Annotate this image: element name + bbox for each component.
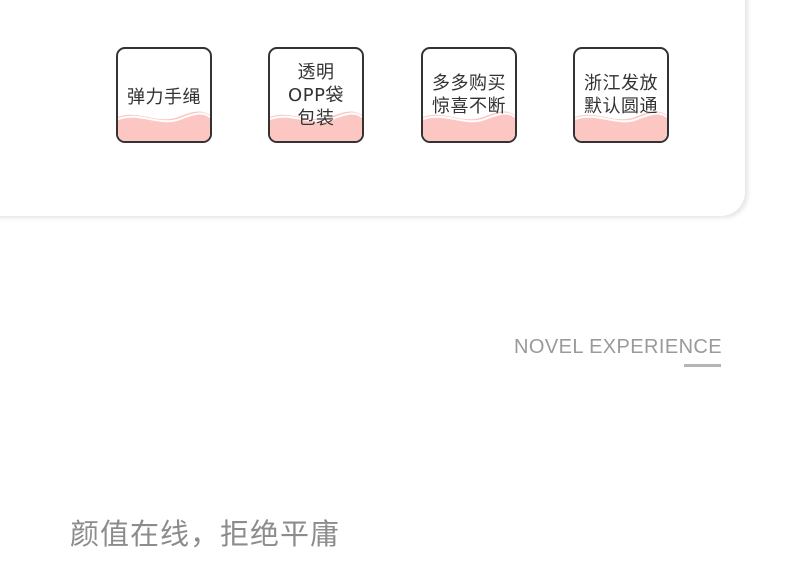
badge-line: 默认圆通 <box>584 96 658 117</box>
section-tagline: NOVEL EXPERIENCE <box>514 336 722 358</box>
wave-decoration-icon <box>270 111 362 141</box>
badge-line: OPP袋 <box>288 84 344 106</box>
badge-line: 包装 <box>297 107 335 129</box>
feature-badge-row: 弹力手绳 透明 OPP袋 包装 多多购买 惊喜不断 <box>116 47 669 143</box>
wave-decoration-icon <box>118 111 210 141</box>
badge-line: 弹力手绳 <box>127 86 201 108</box>
wave-decoration-icon <box>423 111 515 141</box>
section-slogan: 颜值在线，拒绝平庸 <box>70 517 341 551</box>
badge-buy-more-surprise: 多多购买 惊喜不断 <box>421 47 517 143</box>
badge-opp-bag-packaging: 透明 OPP袋 包装 <box>268 47 364 143</box>
badge-line: 多多购买 <box>432 73 506 94</box>
badge-label: 浙江发放 默认圆通 <box>575 49 667 141</box>
badge-line: 透明 <box>297 61 335 83</box>
badge-label: 弹力手绳 <box>118 49 210 141</box>
badge-label: 透明 OPP袋 包装 <box>270 49 362 141</box>
wave-decoration-icon <box>575 111 667 141</box>
badge-line: 浙江发放 <box>584 73 658 94</box>
badge-elastic-bracelet: 弹力手绳 <box>116 47 212 143</box>
tagline-underline <box>684 364 721 367</box>
badge-zhejiang-shipping: 浙江发放 默认圆通 <box>573 47 669 143</box>
badge-line: 惊喜不断 <box>432 96 506 117</box>
badge-label: 多多购买 惊喜不断 <box>423 49 515 141</box>
